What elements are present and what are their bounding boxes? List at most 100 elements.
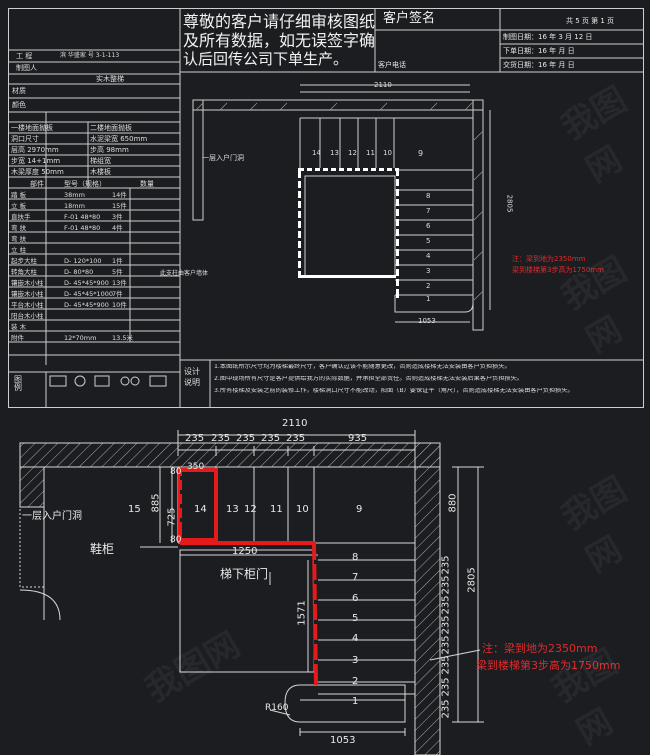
parts-cell: 14件 [112,191,127,199]
parts-cell: 12*70mm [64,334,97,342]
delivery-date: 交货日期：16 年 月 日 [503,61,575,69]
right-wall [414,442,441,755]
parts-note: 此支柱由客户墙体 [160,270,209,277]
drafter-label: 制图人 [16,64,37,72]
parts-cell: 立 板 [11,202,27,210]
step-11: 11 [270,504,283,515]
left-dim-80-top: 80 [170,467,182,477]
step-1: 1 [352,696,359,707]
left-wall [19,466,45,508]
step-7: 7 [352,572,359,583]
small-step-7: 7 [426,207,431,215]
type-value: 实木整梯 [96,75,124,83]
project-value: 滨 华盛家 号 3-1-113 [60,52,120,59]
small-step-1: 1 [426,295,431,303]
top-dim-3: 235 [236,433,256,444]
small-top-total: 2110 [374,81,392,89]
stair-plan [19,430,484,755]
parts-cell: 装 木 [11,323,27,331]
small-step-11: 11 [366,149,375,157]
top-total-dim: 2110 [282,418,308,429]
parts-cell: 起步大柱 [11,257,37,265]
right-segment-dim: 235 [440,655,452,675]
parts-cell: 弯 扶 [11,224,27,232]
step-9: 9 [356,504,363,515]
step-8: 8 [352,552,359,563]
small-step-12: 12 [348,149,357,157]
small-note-line-1: 注：梁到地为2350mm [512,255,586,263]
note-line-1: 注：梁到地为2350mm [482,642,598,655]
right-total-dim: 2805 [466,567,478,593]
radius-dim: R160 [265,703,289,713]
small-step-9: 9 [418,149,424,158]
project-label: 工 程 [16,52,33,60]
sheet-number: 共 5 页 第 1 页 [566,17,615,25]
step-15: 15 [128,504,141,515]
title-sheet [8,8,644,408]
parts-cell: 立 柱 [11,246,27,254]
step-5: 5 [352,613,359,624]
parts-cell: 4件 [112,224,123,232]
step-6: 6 [352,593,359,604]
parts-cell: 7件 [112,290,123,298]
small-right-total: 2805 [505,194,514,213]
notice-line-3: 认后回传公司下单生产。 [183,50,349,68]
step-4: 4 [352,633,359,644]
small-step-3: 3 [426,267,431,275]
shoe-width-dim: 350 [187,462,205,472]
right-dim-880: 880 [447,493,459,513]
notes-label: 设计说明 [184,367,200,388]
spec-cell: 水泥梁宽 650mm [90,135,148,143]
small-step-13: 13 [330,149,339,157]
top-dim-2: 235 [211,433,231,444]
top-wall [19,442,441,468]
parts-cell: 38mm [64,191,85,199]
parts-cell: 平台木小柱 [11,301,44,309]
small-step-2: 2 [426,282,431,290]
parts-cell: 13.5米 [112,334,133,342]
spec-cell: 步高 98mm [90,146,129,154]
parts-cell: 弯 扶 [11,235,27,243]
cabinet-door-label: 梯下柜门 [220,567,269,581]
parts-cell: 转角大柱 [11,268,37,276]
parts-cell: 1件 [112,257,123,265]
step-3: 3 [352,655,359,666]
parts-cell: 直扶手 [11,213,31,221]
parts-cell: 阳台木小柱 [11,312,44,320]
spec-cell: 一楼地面抛板 [11,124,53,132]
cabinet-width-dim: 1250 [232,546,258,557]
left-dim-80-bottom: 80 [170,535,182,545]
small-step-5: 5 [426,237,431,245]
step-14: 14 [194,504,207,515]
notice-line-1: 尊敬的客户请仔细审核图纸 [183,12,376,31]
parts-cell: 镶嵌木小柱 [11,290,44,298]
small-step-14: 14 [312,149,321,157]
parts-cell: 5件 [112,268,123,276]
notice-line-2: 及所有数据，如无误签字确 [183,31,376,50]
step-10: 10 [296,504,309,515]
parts-header-cell: 数量 [140,180,154,188]
legend-label: 图 例 [14,375,22,392]
customer-phone-label: 客户电话 [378,61,406,69]
entrance-label: 一层入户门洞 [22,511,82,522]
right-segment-dim: 235 [440,595,452,615]
parts-header-cell: 部件 [30,180,44,188]
parts-cell: 3件 [112,213,123,221]
spec-cell: 木楼板 [90,168,111,176]
right-segment-dim: 235 [440,555,452,575]
right-segment-dim: 235 [440,575,452,595]
left-dim-885: 885 [150,493,162,513]
right-segment-dim: 235 [440,677,452,697]
small-note-line-2: 梁到楼梯第3步高为1750mm [512,266,604,274]
note-line: 2.图中现场所有尺寸是客户提供给我方的实际数据，并承担全部责任。否则造成楼梯无法… [214,376,524,382]
draw-date: 制图日期：16 年 3 月 12 日 [503,33,593,41]
spec-cell: 层高 2970mm [11,146,59,154]
right-segment-dim: 235 [440,635,452,655]
parts-cell: 13件 [112,279,127,287]
top-dim-1: 235 [185,433,205,444]
parts-cell: F-01 48*80 [64,213,101,221]
top-dim-6: 935 [348,433,368,444]
under-height-dim: 1571 [296,600,308,626]
small-step-6: 6 [426,222,431,230]
parts-cell: 15件 [112,202,127,210]
